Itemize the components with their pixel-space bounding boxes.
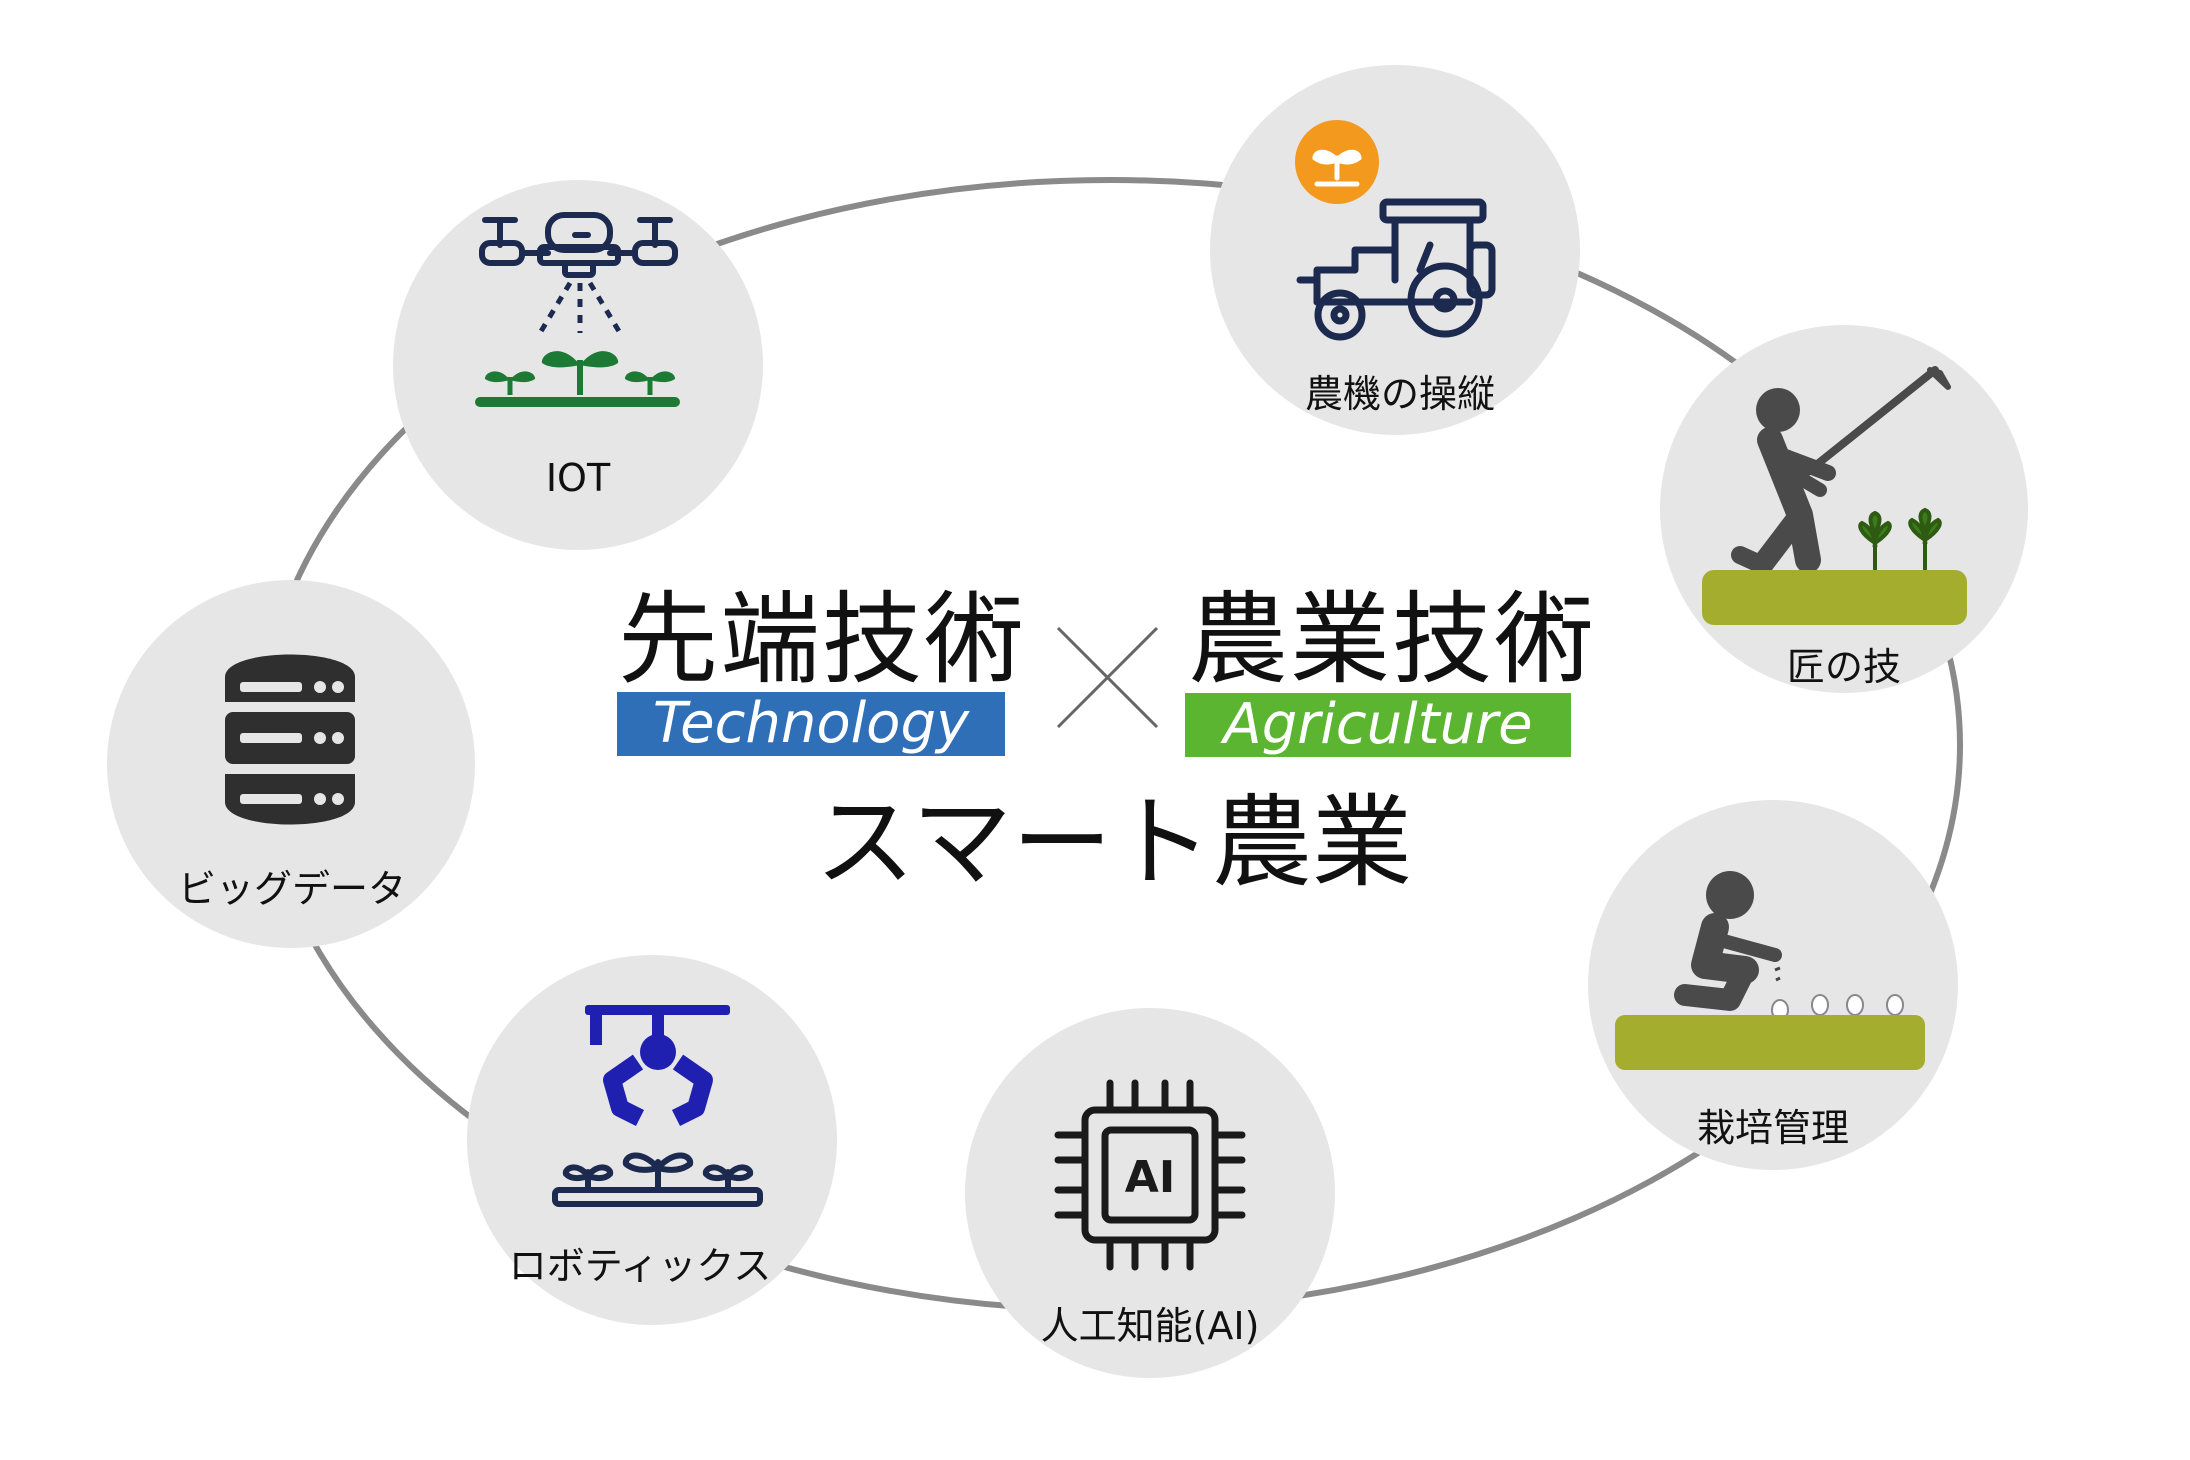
label-robotics: ロボティックス <box>509 1235 772 1290</box>
drone-icon <box>470 205 690 425</box>
ai-chip-text: AI <box>1125 1152 1175 1203</box>
farmer-hoe-icon <box>1690 365 1990 635</box>
main-title: スマート農業 <box>815 793 1412 893</box>
label-bigdata: ビッグデータ <box>178 858 406 913</box>
database-icon <box>220 642 360 837</box>
label-cultivation: 栽培管理 <box>1697 1097 1849 1152</box>
label-ai: 人工知能(AI) <box>1041 1295 1260 1350</box>
label-craft: 匠の技 <box>1787 636 1901 691</box>
robot-arm-icon <box>540 1000 770 1220</box>
label-tractor: 農機の操縦 <box>1305 363 1495 418</box>
multiply-sign-icon <box>1050 620 1165 735</box>
agriculture-title: 農業技術 <box>1188 590 1596 690</box>
technology-title: 先端技術 <box>618 590 1026 690</box>
ai-chip-icon: AI <box>1050 1075 1250 1275</box>
farmer-planting-icon <box>1610 865 1940 1085</box>
label-iot: IOT <box>546 456 610 500</box>
technology-bar: Technology <box>617 692 1005 756</box>
agriculture-bar: Agriculture <box>1185 693 1571 757</box>
tractor-icon <box>1295 120 1535 350</box>
